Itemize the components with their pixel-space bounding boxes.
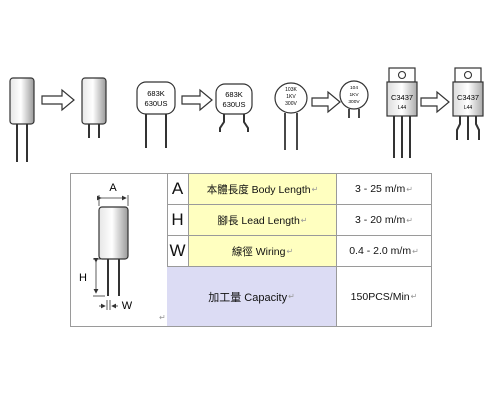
svg-text:L44: L44 bbox=[464, 105, 473, 111]
spec-letter: H bbox=[167, 205, 189, 235]
capacitor-dimension-drawing: A H W ↵ bbox=[79, 182, 166, 322]
svg-text:104: 104 bbox=[350, 85, 358, 91]
spec-row-lead-length: H 腳長 Lead Length↵ 3 - 20 m/m↵ bbox=[167, 205, 431, 236]
spec-row-body-length: A 本體長度 Body Length↵ 3 - 25 m/m↵ bbox=[167, 174, 431, 205]
svg-text:683K: 683K bbox=[147, 89, 165, 98]
spec-value: 3 - 20 m/m↵ bbox=[355, 214, 413, 226]
transistor-formed-leads: C3437 L44 bbox=[452, 67, 484, 140]
svg-text:630US: 630US bbox=[145, 99, 168, 108]
film-capacitor-long-leads: 683K 630US bbox=[136, 81, 176, 148]
capacity-label: 加工量 Capacity↵ bbox=[167, 267, 337, 326]
svg-text:L44: L44 bbox=[398, 105, 407, 111]
dim-w-label: W bbox=[122, 300, 133, 312]
svg-text:C3437: C3437 bbox=[457, 93, 479, 102]
dim-h-label: H bbox=[79, 272, 87, 284]
spec-row-wiring: W 線徑 Wiring↵ 0.4 - 2.0 m/m↵ bbox=[167, 236, 431, 267]
spec-row-capacity: 加工量 Capacity↵ 150PCS/Min↵ bbox=[167, 267, 431, 326]
svg-text:C3437: C3437 bbox=[391, 93, 413, 102]
spec-letter: W bbox=[167, 236, 189, 266]
arrow-icon bbox=[181, 88, 213, 112]
svg-text:683K: 683K bbox=[225, 90, 243, 99]
svg-text:300V: 300V bbox=[348, 99, 360, 105]
transistor-long-leads: C3437 L44 bbox=[386, 67, 418, 158]
dimension-diagram: A H W ↵ bbox=[71, 174, 168, 326]
electrolytic-capacitor-long-leads bbox=[9, 77, 35, 162]
disc-capacitor-cut-leads: 104 1KV 300V bbox=[339, 80, 369, 118]
paragraph-mark: ↵ bbox=[159, 313, 166, 322]
arrow-icon bbox=[41, 88, 75, 112]
spec-value: 3 - 25 m/m↵ bbox=[355, 183, 413, 195]
spec-label: 本體長度 Body Length↵ bbox=[189, 174, 337, 204]
spec-letter: A bbox=[167, 174, 189, 204]
arrow-icon bbox=[311, 90, 341, 114]
disc-capacitor-long-leads: 103K 1KV 300V bbox=[274, 82, 308, 150]
electrolytic-capacitor-short-leads bbox=[81, 77, 107, 138]
component-transformation-strip: 683K 630US 683K 630US 103K 1KV 300V 104 … bbox=[9, 67, 484, 162]
svg-text:1KV: 1KV bbox=[349, 92, 359, 98]
svg-text:103K: 103K bbox=[285, 87, 297, 93]
arrow-icon bbox=[420, 90, 450, 114]
spec-value: 0.4 - 2.0 m/m↵ bbox=[349, 245, 419, 257]
dim-a-label: A bbox=[109, 182, 117, 194]
spec-label: 線徑 Wiring↵ bbox=[189, 236, 337, 266]
svg-text:300V: 300V bbox=[285, 101, 297, 107]
capacity-value: 150PCS/Min↵ bbox=[350, 290, 418, 303]
spec-label: 腳長 Lead Length↵ bbox=[189, 205, 337, 235]
film-capacitor-formed-leads: 683K 630US bbox=[215, 83, 253, 132]
svg-text:630US: 630US bbox=[223, 100, 246, 109]
svg-text:1KV: 1KV bbox=[286, 94, 296, 100]
spec-table: A H W ↵ A 本體長度 Body Length↵ 3 - 25 m/ bbox=[70, 173, 432, 327]
